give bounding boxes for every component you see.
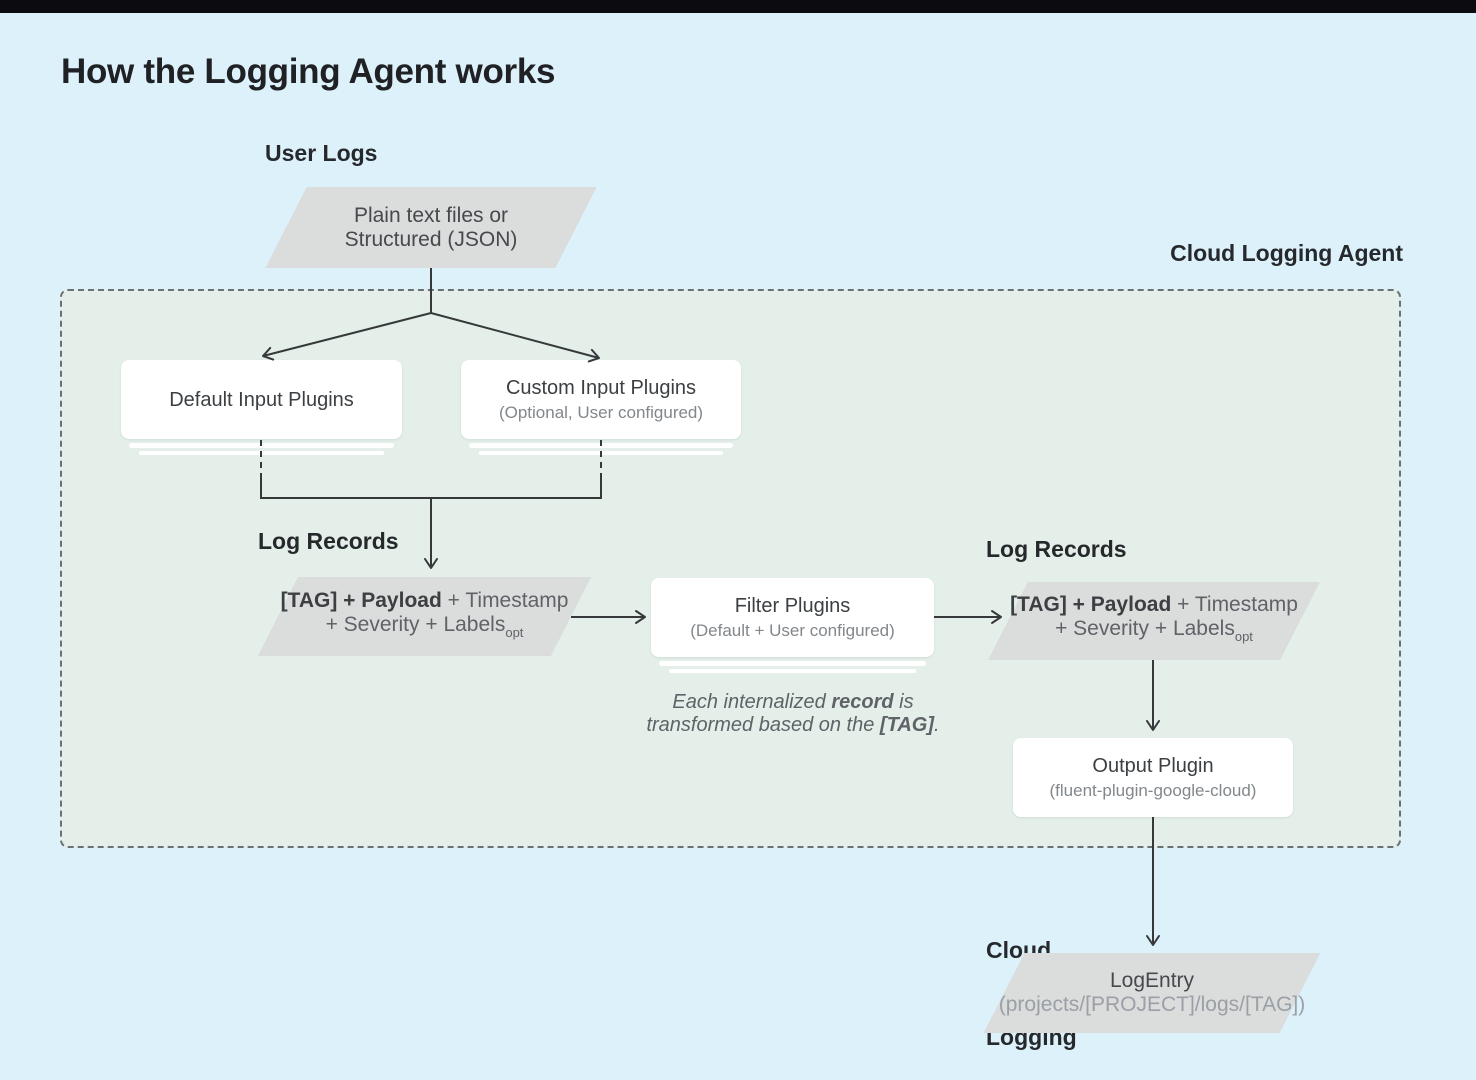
log-record-timestamp: + Timestamp [441, 588, 569, 612]
node-subtitle: (fluent-plugin-google-cloud) [1049, 781, 1257, 800]
label-user-logs: User Logs [265, 140, 378, 166]
node-title: Filter Plugins [734, 595, 851, 617]
log-entry-subtitle: (projects/[PROJECT]/logs/[TAG]) [998, 993, 1306, 1016]
user-logs-source-line1: Plain text files or [353, 203, 509, 227]
shape-log-record-left: [TAG] + Payload + Timestamp + Severity +… [257, 577, 592, 656]
label-cloud-logging-agent: Cloud Logging Agent [1170, 240, 1403, 266]
page-title: How the Logging Agent works [61, 52, 556, 91]
node-output-plugin: Output Plugin (fluent-plugin-google-clou… [1013, 738, 1293, 817]
log-entry-title: LogEntry [1109, 969, 1195, 992]
shape-log-entry: LogEntry (projects/[PROJECT]/logs/[TAG]) [983, 953, 1321, 1033]
log-record-severity-labels: + Severity + Labels [325, 612, 506, 636]
node-title: Output Plugin [1092, 755, 1214, 777]
page-stack-bar [669, 668, 916, 673]
node-subtitle: (Default + User configured) [690, 621, 895, 640]
page-stack-bar [129, 443, 394, 448]
node-custom-input-plugins: Custom Input Plugins (Optional, User con… [461, 360, 741, 439]
log-record-severity-labels: + Severity + Labels [1055, 617, 1235, 640]
page-stack-bar [139, 450, 384, 455]
filter-note: Each internalized record is transformed … [643, 691, 943, 737]
log-record-tag-payload: [TAG] + Payload [280, 588, 442, 612]
node-filter-plugins: Filter Plugins (Default + User configure… [651, 578, 934, 657]
page-stack-bar [469, 443, 733, 448]
node-title: Custom Input Plugins [505, 377, 697, 399]
filter-note-line1: Each internalized record is [672, 691, 914, 713]
shape-log-record-right: [TAG] + Payload + Timestamp + Severity +… [988, 582, 1320, 660]
user-logs-source-line2: Structured (JSON) [344, 227, 518, 251]
shape-user-logs-source: Plain text files or Structured (JSON) [265, 187, 597, 268]
node-default-input-plugins: Default Input Plugins [121, 360, 402, 439]
window-top-bar [0, 0, 1476, 13]
log-record-tag-payload: [TAG] + Payload [1010, 593, 1172, 616]
node-title: Default Input Plugins [169, 388, 354, 411]
label-log-records-right: Log Records [986, 536, 1127, 562]
log-record-opt-subscript: opt [505, 624, 524, 640]
node-subtitle: (Optional, User configured) [498, 403, 704, 422]
log-record-timestamp: + Timestamp [1171, 593, 1298, 616]
page-stack-bar [479, 450, 723, 455]
log-record-opt-subscript: opt [1234, 629, 1253, 644]
label-log-records-left: Log Records [258, 528, 399, 554]
filter-note-line2: transformed based on the [TAG]. [646, 714, 940, 736]
page-stack-bar [659, 661, 926, 666]
